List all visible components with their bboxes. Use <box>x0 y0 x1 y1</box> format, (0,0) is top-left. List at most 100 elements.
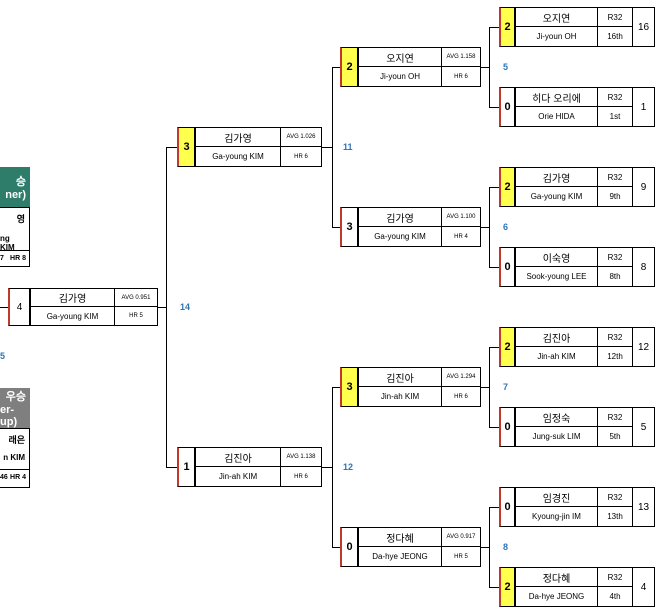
quarter-1-hr: HR 6 <box>441 67 480 86</box>
r32-7-name-ko: 임경진 <box>542 493 571 505</box>
r32-8-seed: 4 <box>633 567 655 607</box>
r32-1-score: 2 <box>499 7 515 47</box>
runner-up-banner: 우승 er-up) <box>0 388 30 428</box>
final-match-no-partial: 5 <box>0 351 6 361</box>
final-name-en: Ga-young KIM <box>46 311 99 321</box>
r32-6-name-ko: 임정숙 <box>542 413 571 425</box>
r32-8-name-ko: 정다혜 <box>542 573 571 585</box>
quarter-2-avg: AVG 1.100 <box>441 208 480 226</box>
r32-1-seed: 16 <box>633 7 655 47</box>
quarter-4-name-ko: 정다혜 <box>386 533 414 545</box>
quarter-4-match-no: 8 <box>503 542 509 552</box>
quarter-2-match-no: 6 <box>503 222 509 232</box>
runner-up-stat-avg: 46 <box>0 474 8 481</box>
r32-7-score: 0 <box>499 487 515 527</box>
runner-up-card: 래은 n KIM 46 HR 4 <box>0 428 30 488</box>
r32-5-name-ko: 김진아 <box>542 333 571 345</box>
winner-stat-avg: 7 <box>0 255 4 262</box>
quarter-3-card: 김진아 AVG 1.294 Jin-ah KIM HR 6 <box>358 367 481 407</box>
quarter-3-score: 3 <box>340 367 358 407</box>
semi-1-avg: AVG 1.026 <box>280 128 321 146</box>
r32-8-round: R32 <box>597 568 632 586</box>
r32-2-rank: 1st <box>597 107 632 126</box>
quarter-4-score: 0 <box>340 527 358 567</box>
quarter-4-card: 정다혜 AVG 0.917 Da-hye JEONG HR 5 <box>358 527 481 567</box>
r32-1-rank: 16th <box>597 27 632 46</box>
r32-6-rank: 5th <box>597 427 632 446</box>
r32-6-name-en: Jung-suk LIM <box>532 432 581 441</box>
final-avg: AVG 0.951 <box>114 289 157 306</box>
semi-1-score: 3 <box>177 127 195 167</box>
r32-2-name-en: Orie HIDA <box>538 112 575 121</box>
r32-6-seed: 5 <box>633 407 655 447</box>
r32-8-score: 2 <box>499 567 515 607</box>
quarter-2-score: 3 <box>340 207 358 247</box>
r32-4-rank: 8th <box>597 267 632 286</box>
final-name-ko: 김가영 <box>58 294 87 305</box>
r32-8-name-en: Da-hye JEONG <box>528 592 585 601</box>
runner-up-banner-line1: 우승 <box>5 391 26 403</box>
r32-5-score: 2 <box>499 327 515 367</box>
r32-1-round: R32 <box>597 8 632 26</box>
runner-up-banner-line2: er-up) <box>0 404 18 428</box>
winner-name-ko: 영 <box>16 214 25 224</box>
r32-3-round: R32 <box>597 168 632 186</box>
r32-7-seed: 13 <box>633 487 655 527</box>
winner-banner-line1: 승 <box>15 176 26 188</box>
r32-5-name-en: Jin-ah KIM <box>537 352 576 361</box>
semi-1-name-ko: 김가영 <box>224 133 252 145</box>
quarter-1-avg: AVG 1.158 <box>441 48 480 66</box>
quarter-4-name-en: Da-hye JEONG <box>372 552 428 561</box>
quarter-1-score: 2 <box>340 47 358 87</box>
r32-1-name-ko: 오지연 <box>542 13 571 25</box>
r32-6-round: R32 <box>597 408 632 426</box>
r32-4-score: 0 <box>499 247 515 287</box>
final-hr: HR 5 <box>114 307 157 325</box>
semi-1-match-no: 11 <box>343 142 353 152</box>
r32-5-round: R32 <box>597 328 632 346</box>
semi-1-card: 김가영 AVG 1.026 Ga-young KIM HR 6 <box>195 127 322 167</box>
quarter-4-hr: HR 5 <box>441 547 480 566</box>
winner-banner: 승 ner) <box>0 167 30 207</box>
semi-2-score: 1 <box>177 447 195 487</box>
quarter-2-name-en: Ga-young KIM <box>374 232 426 241</box>
winner-name-en: ng KIM <box>0 234 15 252</box>
winner-banner-line2: ner) <box>5 189 26 201</box>
quarter-3-name-en: Jin-ah KIM <box>380 392 420 401</box>
r32-6-score: 0 <box>499 407 515 447</box>
quarter-1-name-ko: 오지연 <box>386 53 414 65</box>
r32-5-rank: 12th <box>597 347 632 366</box>
r32-4-round: R32 <box>597 248 632 266</box>
quarter-3-hr: HR 6 <box>441 387 480 406</box>
runner-up-name-en: n KIM <box>3 453 25 462</box>
r32-2-score: 0 <box>499 87 515 127</box>
quarter-3-name-ko: 김진아 <box>386 373 414 385</box>
semi-1-name-en: Ga-young KIM <box>212 152 264 161</box>
runner-up-name-ko: 래은 <box>8 435 25 445</box>
r32-1-name-en: Ji-youn OH <box>536 32 577 41</box>
quarter-1-match-no: 5 <box>503 62 509 72</box>
r32-3-name-ko: 김가영 <box>542 173 571 185</box>
r32-2-seed: 1 <box>633 87 655 127</box>
quarter-4-avg: AVG 0.917 <box>441 528 480 546</box>
quarter-3-avg: AVG 1.294 <box>441 368 480 386</box>
final-card: 김가영 AVG 0.951 Ga-young KIM HR 5 <box>30 288 158 326</box>
quarter-1-name-en: Ji-youn OH <box>379 72 420 81</box>
semi-1-hr: HR 6 <box>280 147 321 166</box>
winner-stat-hr: HR 8 <box>10 255 26 262</box>
r32-2-name-ko: 히다 오리에 <box>532 93 581 105</box>
r32-7-name-en: Kyoung-jin IM <box>532 512 581 521</box>
semi-2-avg: AVG 1.138 <box>280 448 321 466</box>
semi-2-match-no: 12 <box>343 462 354 472</box>
quarter-2-name-ko: 김가영 <box>386 213 414 225</box>
r32-3-rank: 9th <box>597 187 632 206</box>
